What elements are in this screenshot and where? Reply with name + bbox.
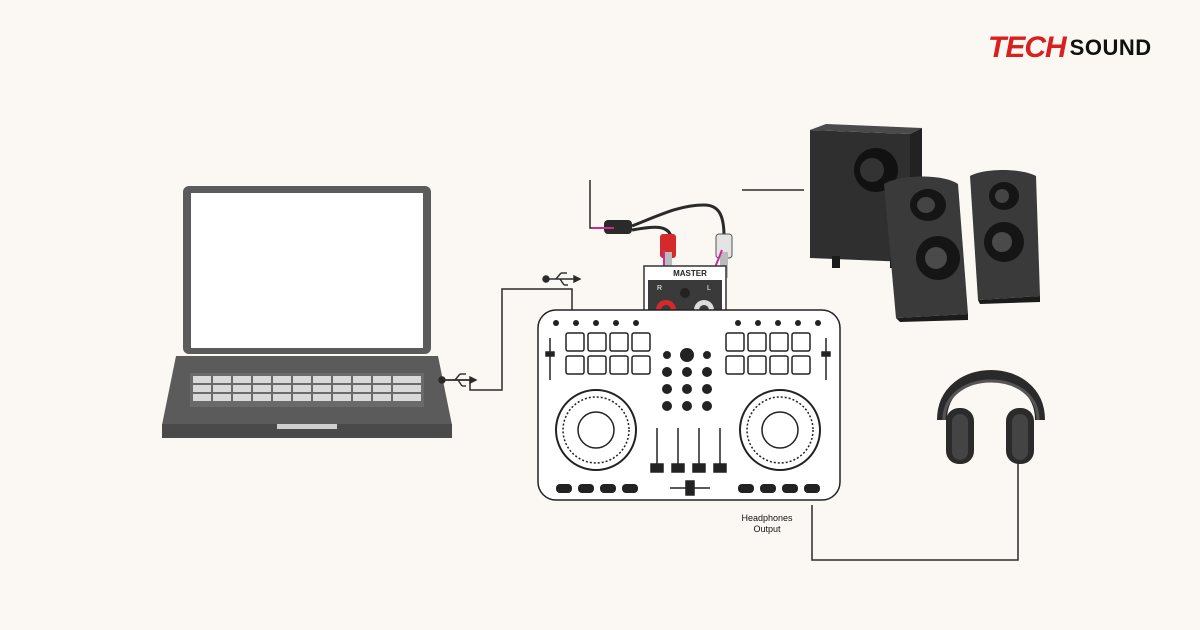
laptop-icon [162, 186, 452, 438]
headphones-icon [937, 370, 1045, 464]
speakers-icon [810, 124, 1040, 322]
logo-sound: SOUND [1069, 35, 1152, 60]
headphones-label-line1: Headphones [741, 513, 793, 523]
headphones-output-label: Headphones Output [722, 513, 812, 535]
headphones-label-line2: Output [753, 524, 781, 534]
techsound-logo: TECH SOUND [988, 28, 1152, 68]
channel-l-label: L [707, 285, 711, 292]
usb-icon [438, 373, 478, 387]
usb-icon [542, 272, 582, 286]
channel-r-label: R [657, 285, 662, 292]
logo-tech: TECH [988, 31, 1067, 64]
master-label: MASTER [673, 269, 707, 278]
rca-cable [589, 180, 733, 306]
headphones-cable [811, 462, 1019, 561]
dj-controller-icon [537, 309, 841, 501]
